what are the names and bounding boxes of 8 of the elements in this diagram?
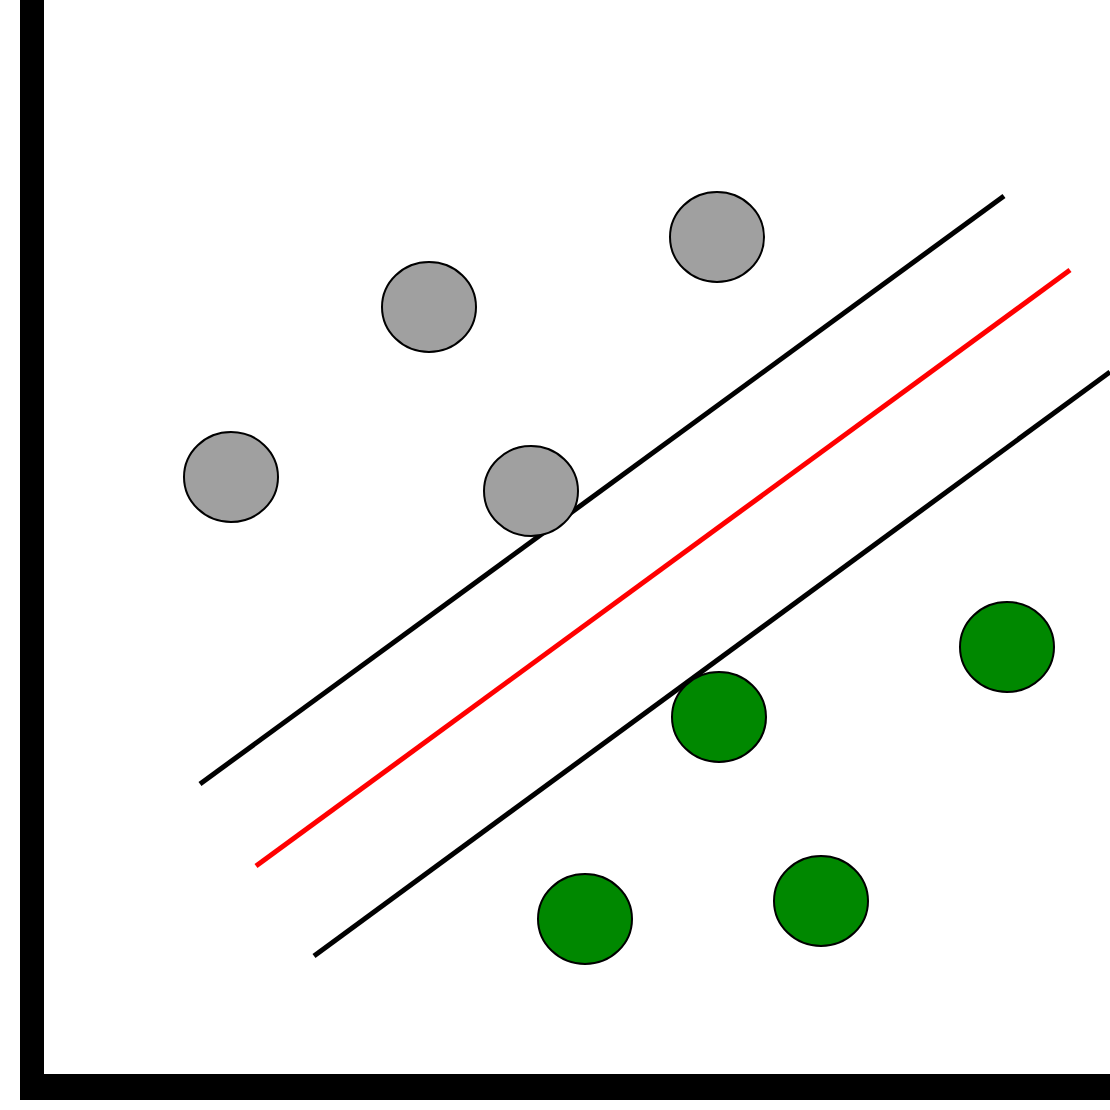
- data-point: [181, 429, 279, 523]
- data-point: [667, 189, 765, 283]
- data-point: [535, 871, 633, 965]
- data-point: [481, 443, 579, 537]
- data-point: [957, 599, 1055, 693]
- data-point: [771, 853, 869, 947]
- data-point: [379, 259, 477, 353]
- data-point: [669, 669, 767, 763]
